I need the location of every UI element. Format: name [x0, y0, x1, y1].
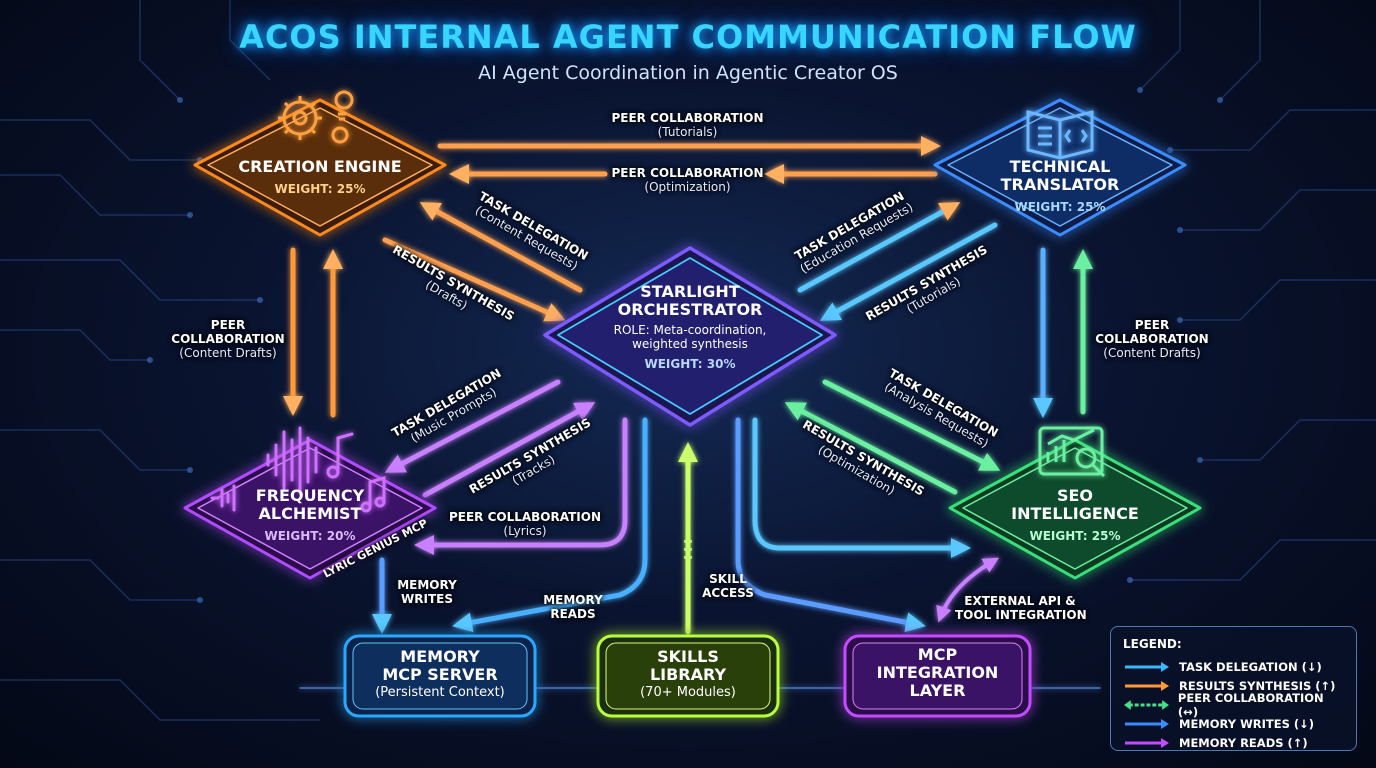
skills-library-node: SKILLS LIBRARY (70+ Modules) — [598, 648, 778, 700]
edge-memory-reads — [452, 417, 648, 633]
skills-library-title-1: SKILLS — [657, 647, 719, 666]
legend-item: MEMORY WRITES (↓) — [1123, 714, 1344, 733]
frequency-alchemist-weight: WEIGHT: 20% — [264, 529, 356, 543]
creation-engine-weight: WEIGHT: 25% — [274, 182, 366, 196]
orchestrator-node: STARLIGHT ORCHESTRATOR ROLE: Meta-coordi… — [580, 282, 800, 372]
edge-peer-lyrics — [414, 417, 628, 555]
legend-item: TASK DELEGATION (↓) — [1123, 657, 1344, 676]
edges — [283, 136, 1101, 689]
circuit-traces — [0, 0, 1376, 721]
edge-results-tracks — [422, 402, 596, 498]
orchestrator-role-1: ROLE: Meta-coordination, — [613, 323, 767, 337]
mcp-integration-title-1: MCP — [917, 645, 958, 664]
orchestrator-weight: WEIGHT: 30% — [644, 357, 736, 371]
page-subtitle: AI Agent Coordination in Agentic Creator… — [478, 62, 898, 84]
legend-item: PEER COLLABORATION (↔) — [1123, 691, 1344, 719]
edge-label-peer-lyrics: PEER COLLABORATION (Lyrics) — [448, 510, 602, 538]
edge-label-memory-writes: MEMORY WRITES — [397, 578, 457, 606]
edge-results-tutorials — [819, 222, 998, 321]
waveform-note-icon — [210, 426, 386, 513]
skills-grip-icon — [684, 540, 692, 559]
analytics-magnifier-icon — [1038, 426, 1106, 478]
creation-engine-title: CREATION ENGINE — [238, 157, 402, 176]
edge-external-api — [936, 557, 1000, 623]
edge-orch-seo-lower — [752, 417, 971, 558]
frequency-alchemist-title-1: FREQUENCY — [255, 486, 365, 505]
orchestrator-title-1: STARLIGHT — [640, 282, 740, 301]
edge-results-drafts — [382, 237, 566, 322]
edge-task-music — [384, 379, 561, 473]
edge-label-skill-access: SKILL ACCESS — [702, 572, 754, 600]
edge-orch-mcp — [735, 417, 926, 633]
decor-dashes — [50, 333, 1346, 379]
seo-intelligence-title-1: SEO — [1056, 486, 1094, 505]
legend-swatch — [1125, 680, 1169, 691]
edge-task-content — [419, 202, 583, 293]
node-plates — [183, 98, 1202, 718]
book-code-icon — [1026, 110, 1094, 160]
legend: LEGEND: TASK DELEGATION (↓) RESULTS SYNT… — [1110, 626, 1357, 751]
legend-swatch — [1125, 737, 1169, 748]
frequency-alchemist-title-2: ALCHEMIST — [258, 504, 362, 523]
mcp-integration-title-3: LAYER — [909, 681, 966, 700]
legend-swatch — [1125, 718, 1169, 729]
technical-translator-weight: WEIGHT: 25% — [1014, 200, 1106, 214]
edge-results-optimization — [784, 402, 958, 495]
edge-task-education — [797, 202, 961, 293]
memory-server-title-1: MEMORY — [400, 647, 480, 666]
edge-label-peer-content-right: PEER COLLABORATION (Content Drafts) — [1095, 318, 1209, 360]
memory-server-node: MEMORY MCP SERVER (Persistent Context) — [345, 648, 535, 700]
mcp-integration-title-2: INTEGRATION — [876, 663, 999, 682]
edge-label-peer-tutorials: PEER COLLABORATION (Tutorials) — [611, 111, 764, 139]
seo-intelligence-weight: WEIGHT: 25% — [1029, 529, 1121, 543]
orchestrator-title-2: ORCHESTRATOR — [617, 300, 763, 319]
technical-translator-node: TECHNICAL TRANSLATOR WEIGHT: 25% — [950, 157, 1170, 215]
edge-label-peer-optimization: PEER COLLABORATION (Optimization) — [611, 166, 764, 194]
page-title: ACOS INTERNAL AGENT COMMUNICATION FLOW — [239, 18, 1137, 56]
memory-server-title-2: MCP SERVER — [382, 665, 498, 684]
seo-intelligence-title-2: INTELLIGENCE — [1011, 504, 1139, 523]
legend-item: RESULTS SYNTHESIS (↑) — [1123, 676, 1344, 695]
legend-title: LEGEND: — [1123, 637, 1182, 651]
mcp-integration-node: MCP INTEGRATION LAYER — [845, 646, 1030, 700]
edge-label-peer-content-left: PEER COLLABORATION (Content Drafts) — [171, 318, 285, 360]
seo-intelligence-node: SEO INTELLIGENCE WEIGHT: 25% — [980, 486, 1170, 544]
frequency-alchemist-node: FREQUENCY ALCHEMIST WEIGHT: 20% — [215, 486, 405, 544]
memory-server-sub: (Persistent Context) — [375, 685, 505, 700]
skills-library-sub: (70+ Modules) — [640, 685, 736, 700]
orchestrator-role-2: weighted synthesis — [632, 337, 748, 351]
edge-label-memory-reads: MEMORY READS — [543, 593, 603, 621]
gear-icon — [278, 90, 354, 144]
edge-label-external-api: EXTERNAL API & TOOL INTEGRATION — [955, 594, 1087, 622]
legend-swatch — [1125, 661, 1169, 672]
edge-task-analysis — [822, 379, 1001, 471]
technical-translator-title: TECHNICAL TRANSLATOR — [1000, 157, 1120, 194]
legend-swatch — [1123, 699, 1169, 710]
creation-engine-node: CREATION ENGINE WEIGHT: 25% — [215, 157, 425, 197]
legend-item: MEMORY READS (↑) — [1123, 733, 1344, 752]
skills-library-title-2: LIBRARY — [649, 665, 727, 684]
